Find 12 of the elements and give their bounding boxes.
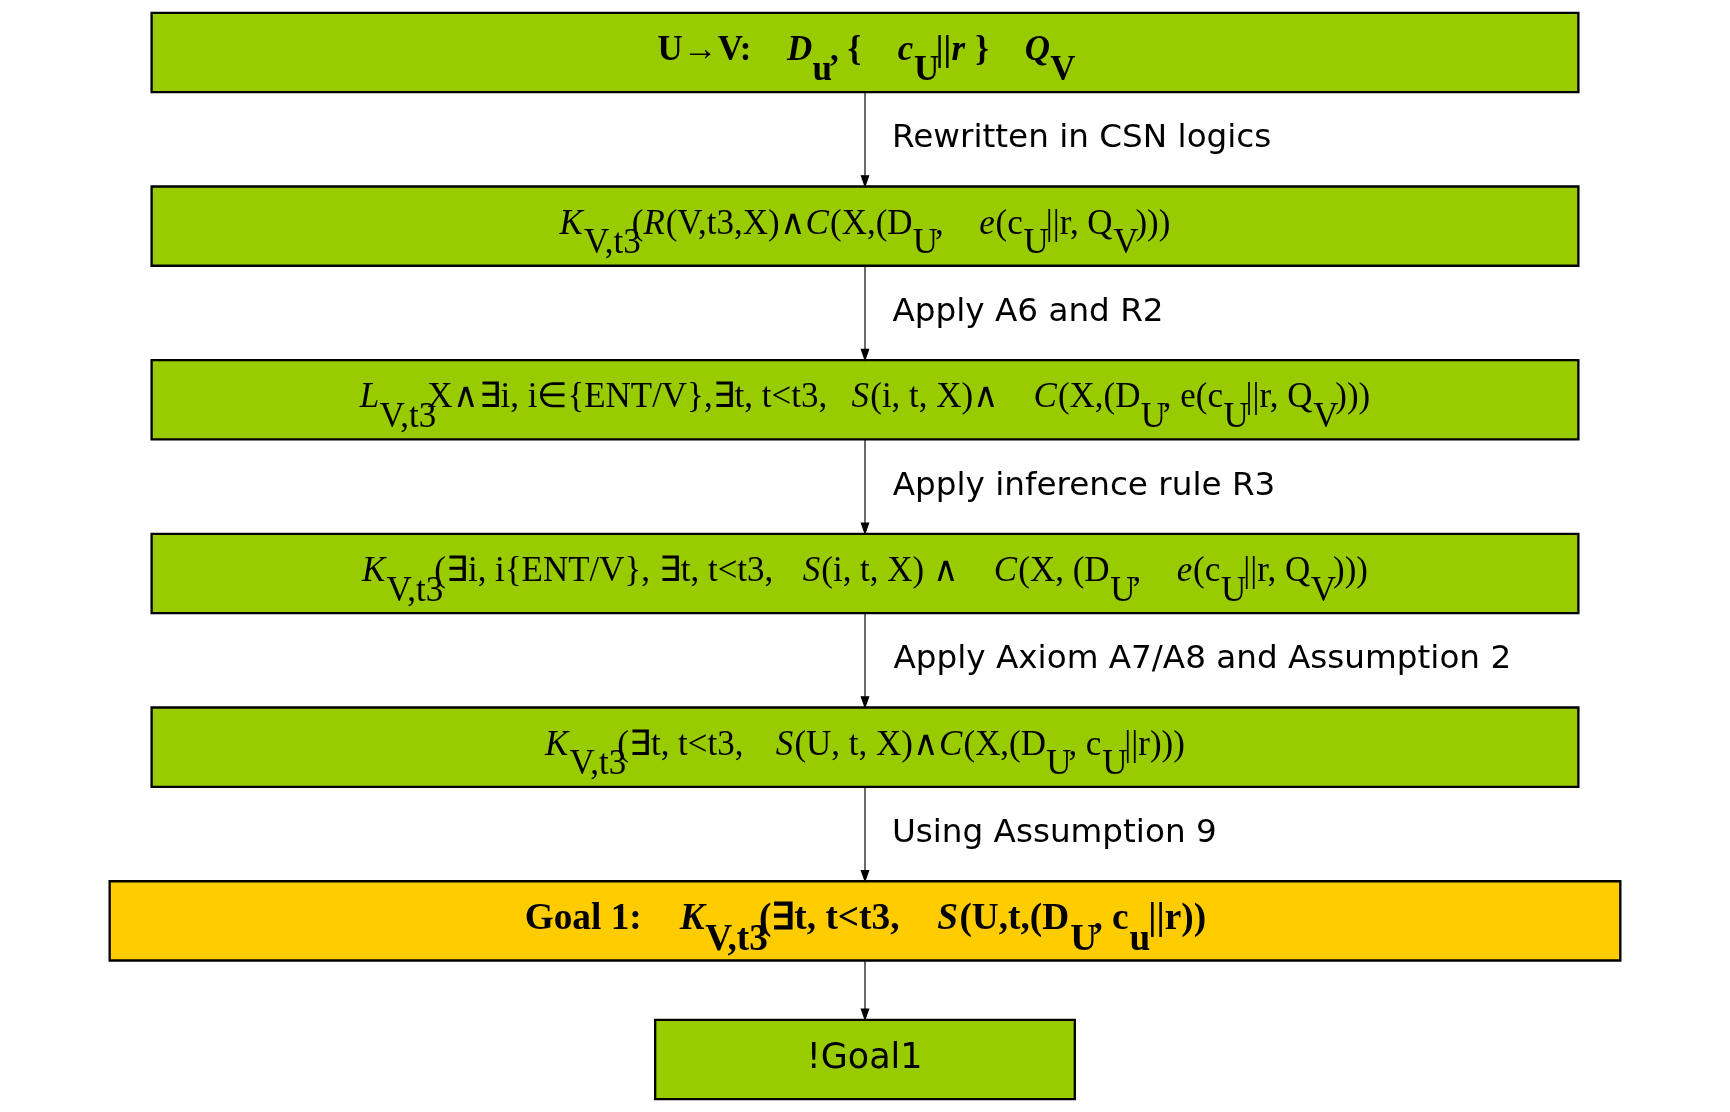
edge-label: Apply A6 and R2: [892, 291, 1164, 330]
arrow: [860, 265, 870, 362]
arrow: [860, 439, 870, 536]
arrow: [860, 786, 870, 883]
arrow: [860, 960, 870, 1022]
arrow: [860, 612, 870, 710]
edge-label: Apply Axiom A7/A8 and Assumption 2: [893, 638, 1512, 677]
node-box: !Goal1: [654, 1018, 1076, 1101]
edge-label: Using Assumption 9: [891, 812, 1217, 851]
edge-label: Rewritten in CSN logics: [892, 117, 1272, 156]
arrow: [860, 91, 870, 188]
edge-label: Apply inference rule R3: [892, 464, 1276, 503]
